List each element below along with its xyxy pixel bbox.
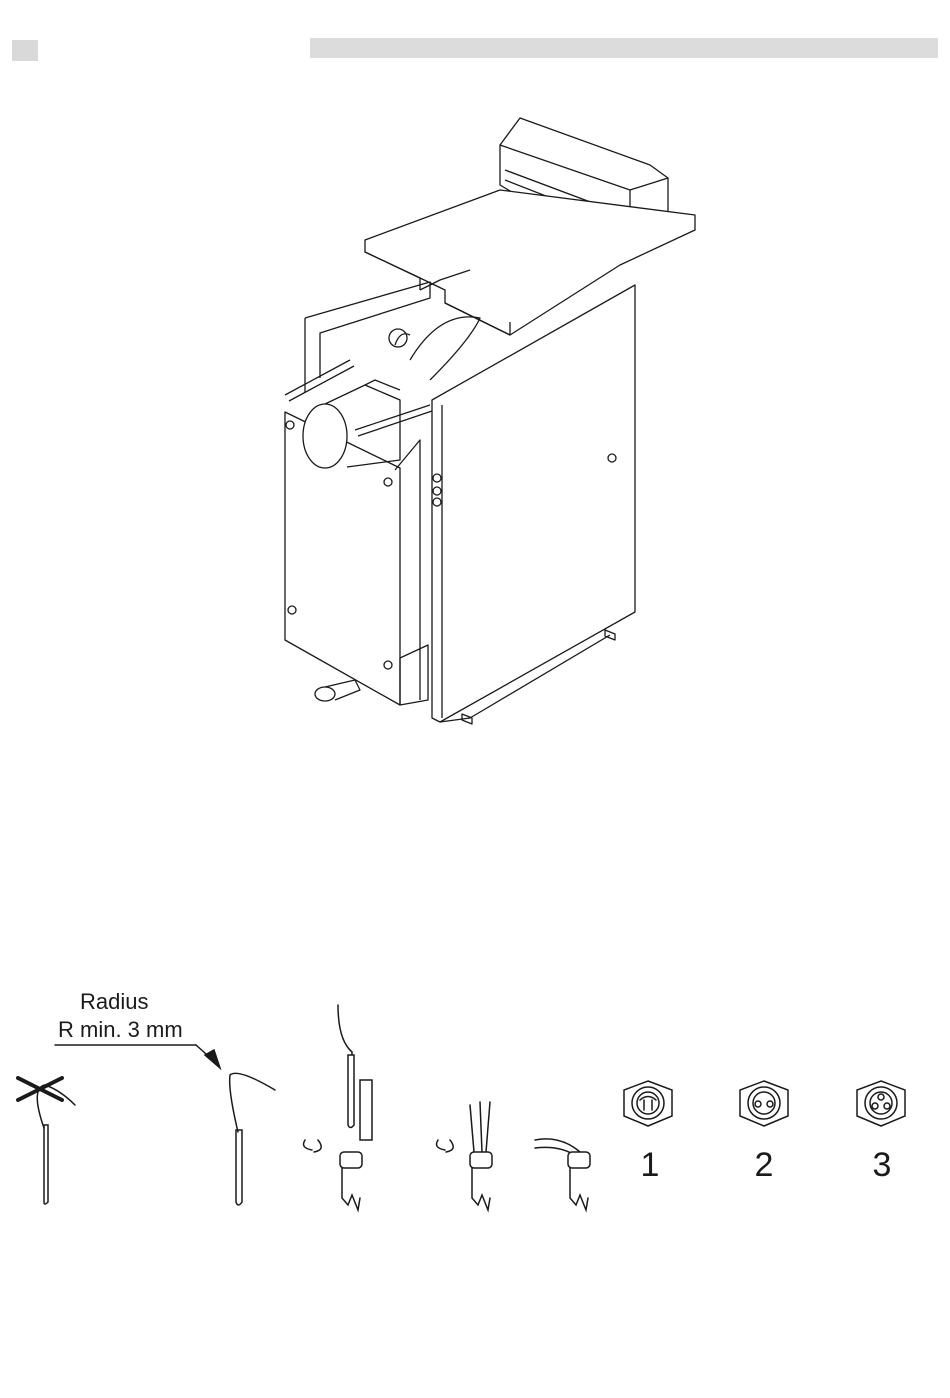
page-marker bbox=[12, 40, 38, 61]
rounded-bend-icon bbox=[230, 1073, 275, 1205]
crossed-out-sharp-bend-icon bbox=[18, 1078, 75, 1204]
grommet-one-hole-icon bbox=[624, 1081, 672, 1126]
grommet-label-2: 2 bbox=[744, 1146, 784, 1184]
grommet-three-holes-icon bbox=[857, 1081, 905, 1126]
radius-minimum-value: R min. 3 mm bbox=[58, 1018, 183, 1042]
cable-routing-detail-illustration bbox=[0, 980, 950, 1220]
grommet-label-3: 3 bbox=[862, 1146, 902, 1184]
header-bar bbox=[310, 38, 938, 58]
radius-label: Radius bbox=[80, 990, 148, 1014]
grommet-label-1: 1 bbox=[630, 1146, 670, 1184]
boiler-unit-isometric-icon bbox=[250, 95, 720, 735]
grommet-two-holes-icon bbox=[740, 1081, 788, 1126]
